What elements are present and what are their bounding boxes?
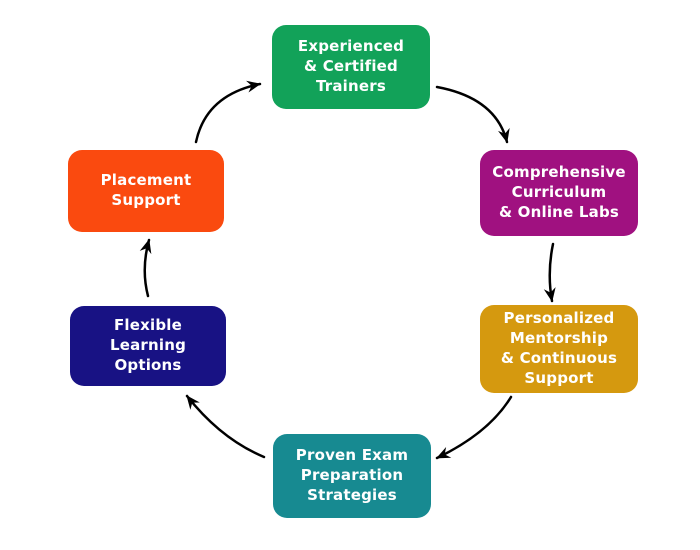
step-label-flexible: Flexible Learning Options bbox=[109, 316, 187, 374]
step-flexible-learning-options: Flexible Learning Options bbox=[70, 306, 226, 386]
step-label-placement: Placement Support bbox=[100, 171, 192, 209]
arrow-trainers-to-curriculum bbox=[435, 85, 510, 144]
step-label-exam: Proven Exam Preparation Strategies bbox=[295, 446, 409, 504]
step-label-curriculum: Comprehensive Curriculum & Online Labs bbox=[492, 163, 626, 221]
step-label-trainers: Experienced & Certified Trainers bbox=[297, 37, 405, 95]
step-placement-support: Placement Support bbox=[68, 150, 224, 232]
step-personalized-mentorship-continuous-support: Personalized Mentorship & Continuous Sup… bbox=[480, 305, 638, 393]
step-label-mentorship: Personalized Mentorship & Continuous Sup… bbox=[500, 309, 618, 387]
arrow-exam-to-flexible bbox=[185, 394, 266, 459]
arrow-mentorship-to-exam bbox=[435, 395, 513, 460]
arrow-curriculum-to-mentorship bbox=[543, 242, 556, 303]
step-comprehensive-curriculum-online-labs: Comprehensive Curriculum & Online Labs bbox=[480, 150, 638, 236]
step-experienced-certified-trainers: Experienced & Certified Trainers bbox=[272, 25, 430, 109]
step-proven-exam-preparation-strategies: Proven Exam Preparation Strategies bbox=[273, 434, 431, 518]
arrow-flexible-to-placement bbox=[139, 238, 152, 298]
arrow-placement-to-trainers bbox=[194, 80, 262, 144]
